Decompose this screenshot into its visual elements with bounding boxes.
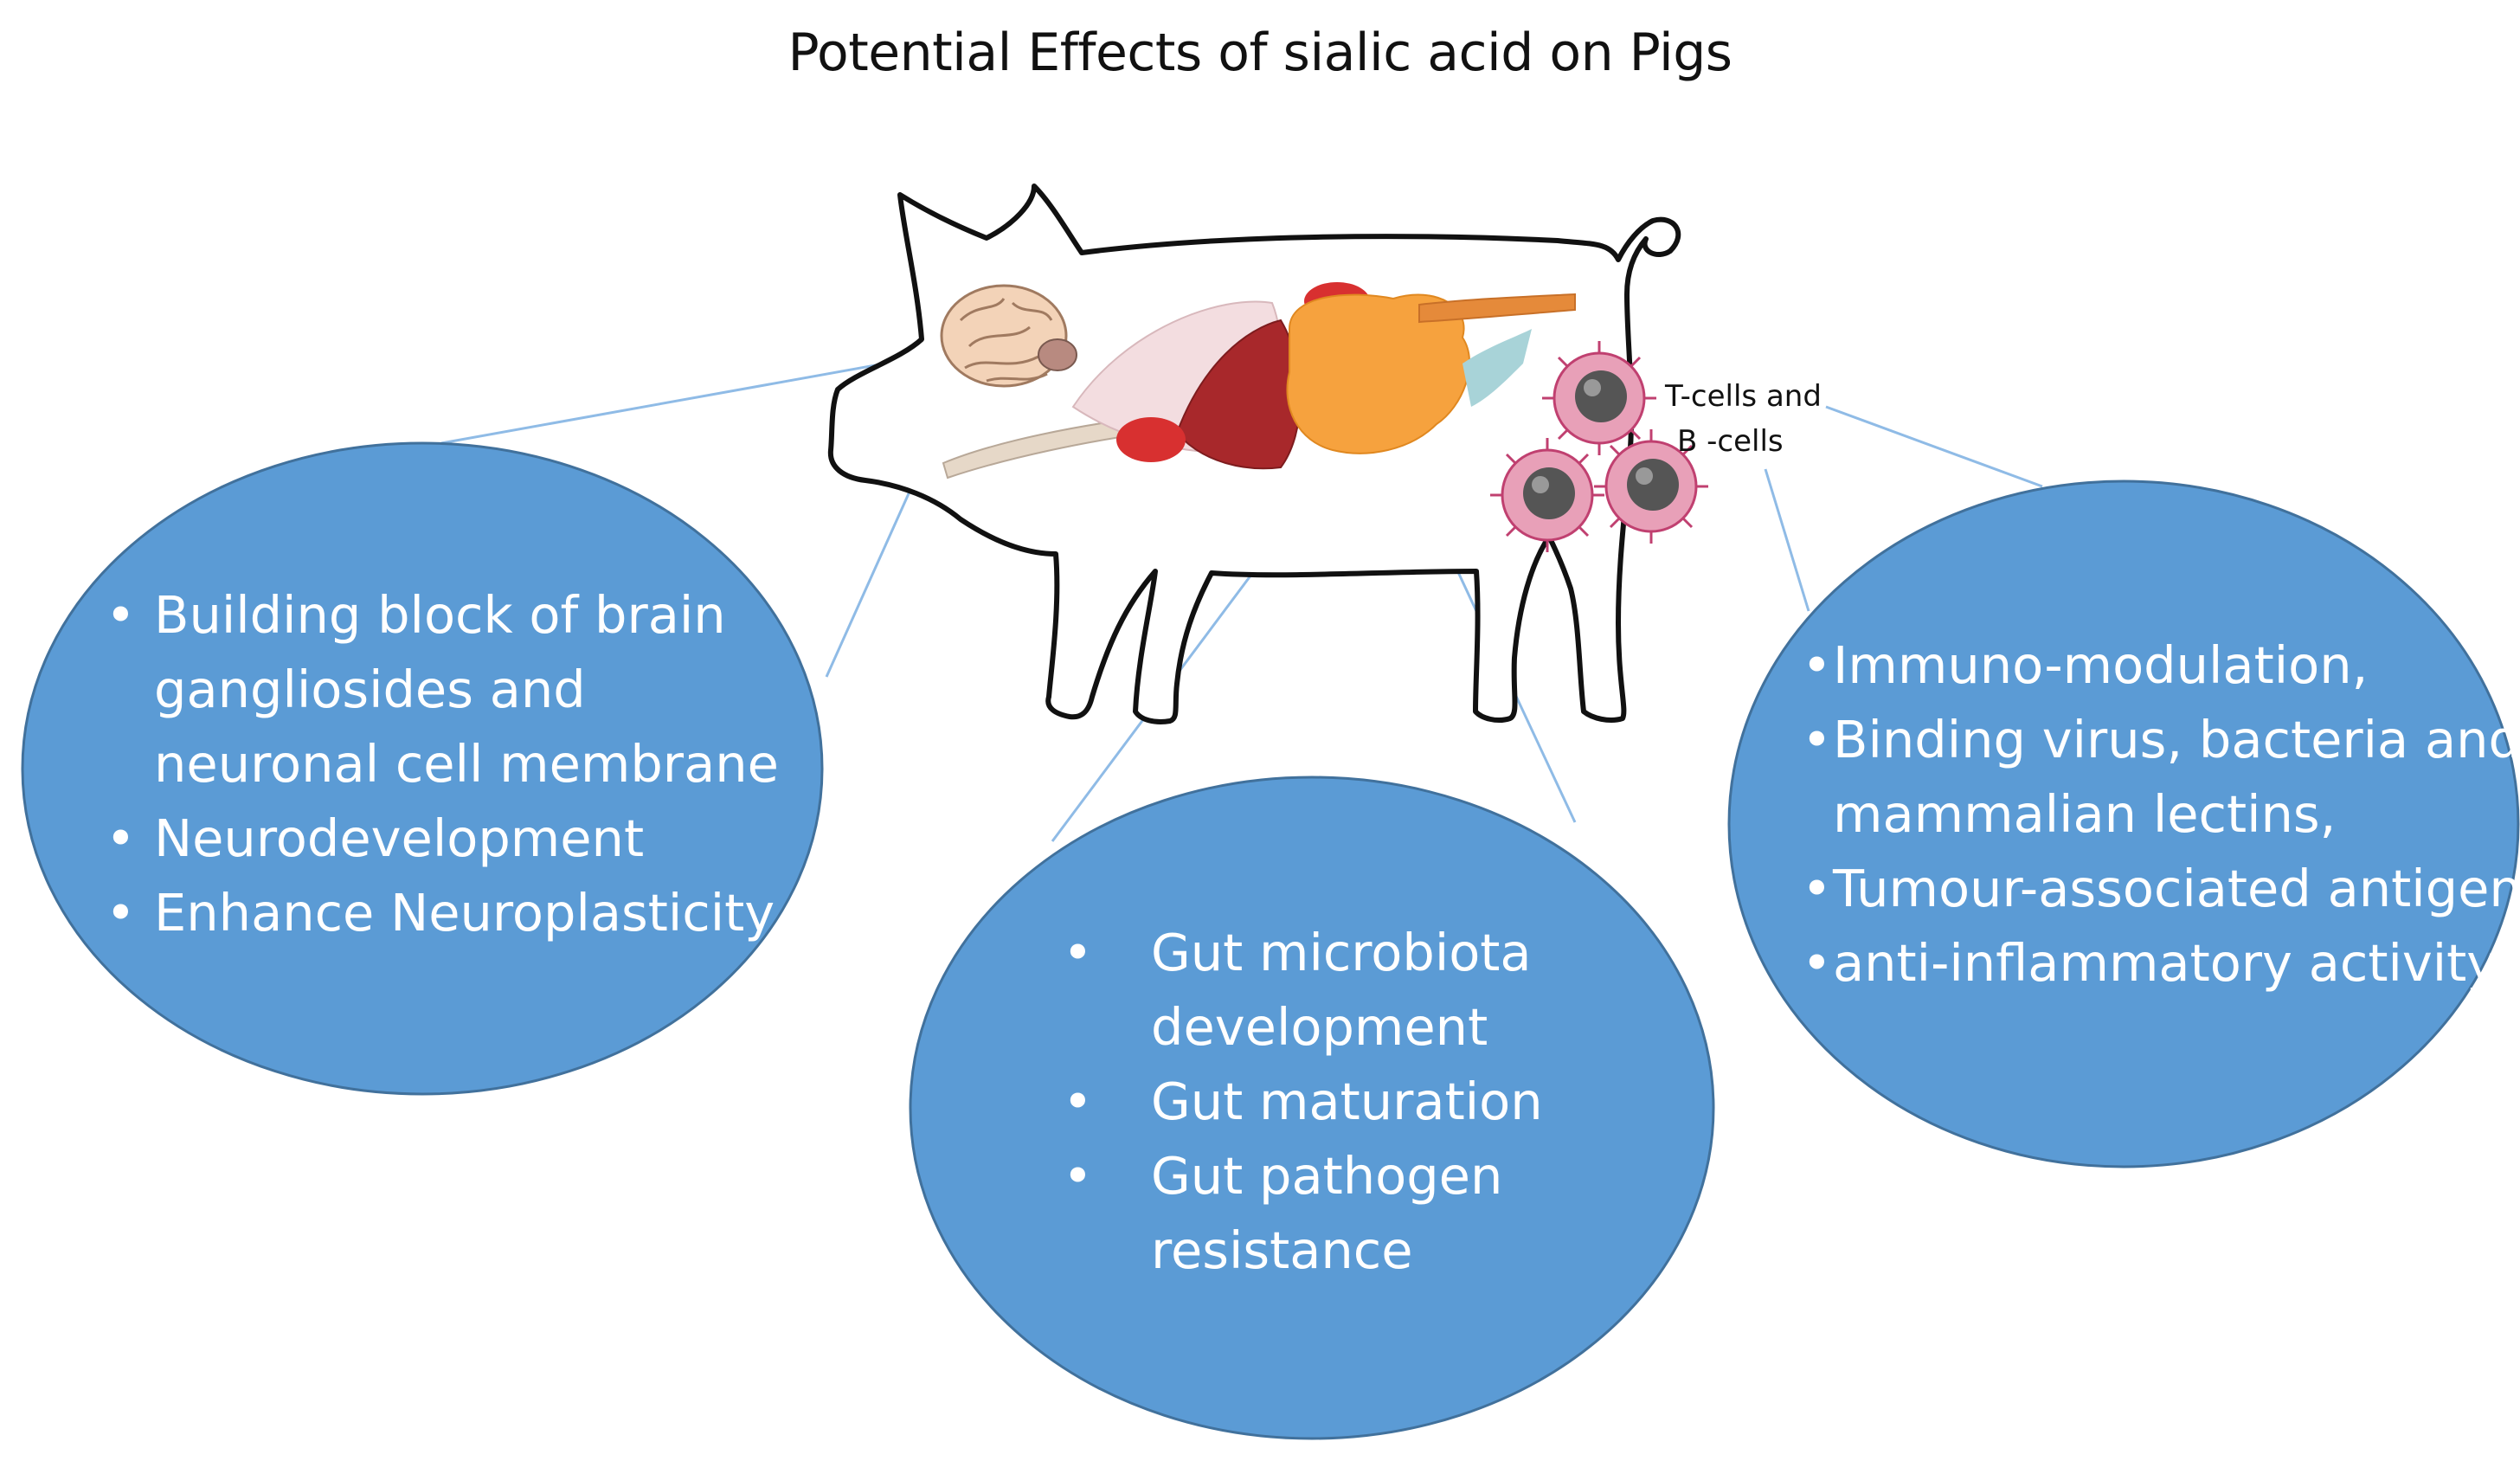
bullet-icon: •: [1802, 859, 1832, 918]
immune-cell-label: T-cells and B -cells: [1665, 374, 1822, 464]
organ-kidney: [1462, 329, 1532, 407]
bullet-icon: •: [1802, 933, 1832, 993]
immune-effect-line: Immuno-modulation,: [1833, 635, 2369, 695]
immune-effect-item: •Tumour-associated antigen: [1802, 852, 2520, 926]
brain-effect-line: Building block of brain: [154, 585, 726, 645]
brain-effect-line: gangliosides and: [154, 660, 586, 719]
brain-effect-line: Enhance Neuroplasticity: [154, 883, 775, 943]
bubble-immune: [1727, 480, 2520, 1168]
gut-effects-list: • Gut microbiota development • Gut maturatio…: [1063, 916, 1599, 1288]
b-cell-icon-right: [1594, 429, 1708, 544]
brain-effect-item: • Neurodevelopment: [106, 801, 815, 876]
gut-effect-line: Gut maturation: [1151, 1072, 1543, 1131]
bullet-icon: •: [1063, 1072, 1093, 1131]
brain-effect-item: • Building block of brain gangliosides and…: [106, 578, 815, 801]
brain-effects-list: • Building block of brain gangliosides and…: [106, 578, 815, 950]
gut-effect-item: • Gut microbiota development: [1063, 916, 1599, 1065]
organs: [940, 282, 1576, 480]
immune-effect-line: Tumour-associated antigen: [1833, 859, 2520, 918]
bullet-icon: •: [106, 585, 136, 645]
gut-effect-line: Gut microbiota: [1151, 923, 1532, 982]
connector-brain-to-left-bubble: [440, 358, 905, 445]
bullet-icon: •: [106, 808, 136, 868]
brain-effect-line: Neurodevelopment: [154, 808, 645, 868]
bullet-icon: •: [1802, 710, 1832, 769]
pig-illustration: [827, 183, 1708, 724]
bullet-icon: •: [1802, 635, 1832, 695]
immune-cells: [1490, 341, 1708, 552]
cell-label-line-1: T-cells and: [1665, 379, 1822, 414]
brain-icon: [940, 284, 1077, 388]
bullet-icon: •: [106, 883, 136, 943]
gut-effect-item: • Gut pathogen resistance: [1063, 1139, 1599, 1288]
gut-effect-line: resistance: [1151, 1220, 1413, 1280]
gut-effect-line: Gut pathogen: [1151, 1146, 1503, 1206]
gut-effect-item: • Gut maturation: [1063, 1065, 1599, 1139]
organ-intestine: [1286, 293, 1470, 454]
connector-cells-to-right-bubble-2: [1764, 468, 1810, 612]
t-cell-icon: [1542, 341, 1656, 455]
immune-effect-line: mammalian lectins,: [1833, 784, 2337, 844]
immune-effect-item: •Immuno-modulation,: [1802, 628, 2520, 703]
immune-effect-item: •Binding virus, bacteria and mammalian le…: [1802, 703, 2520, 852]
bubble-gut: [909, 776, 1715, 1440]
brain-effect-item: • Enhance Neuroplasticity: [106, 876, 815, 950]
b-cell-icon-left: [1490, 438, 1604, 552]
connector-cells-to-right-bubble: [1825, 405, 2043, 488]
cell-label-line-2: B -cells: [1677, 424, 1784, 459]
immune-effect-item: •anti-inflammatory activity: [1802, 926, 2520, 1001]
immune-effect-line: Binding virus, bacteria and: [1833, 710, 2520, 769]
immune-effect-line: anti-inflammatory activity: [1833, 933, 2498, 993]
bullet-icon: •: [1063, 923, 1093, 982]
diagram-title: Potential Effects of sialic acid on Pigs: [788, 23, 1732, 83]
gut-effect-line: development: [1151, 997, 1488, 1057]
bubble-brain: [21, 441, 824, 1096]
organ-spine: [1418, 293, 1576, 324]
immune-effects-list: •Immuno-modulation,•Binding virus, bacte…: [1802, 628, 2520, 1001]
bullet-icon: •: [1063, 1146, 1093, 1206]
brain-effect-line: neuronal cell membrane: [154, 734, 779, 794]
organ-heart: [1116, 417, 1186, 462]
